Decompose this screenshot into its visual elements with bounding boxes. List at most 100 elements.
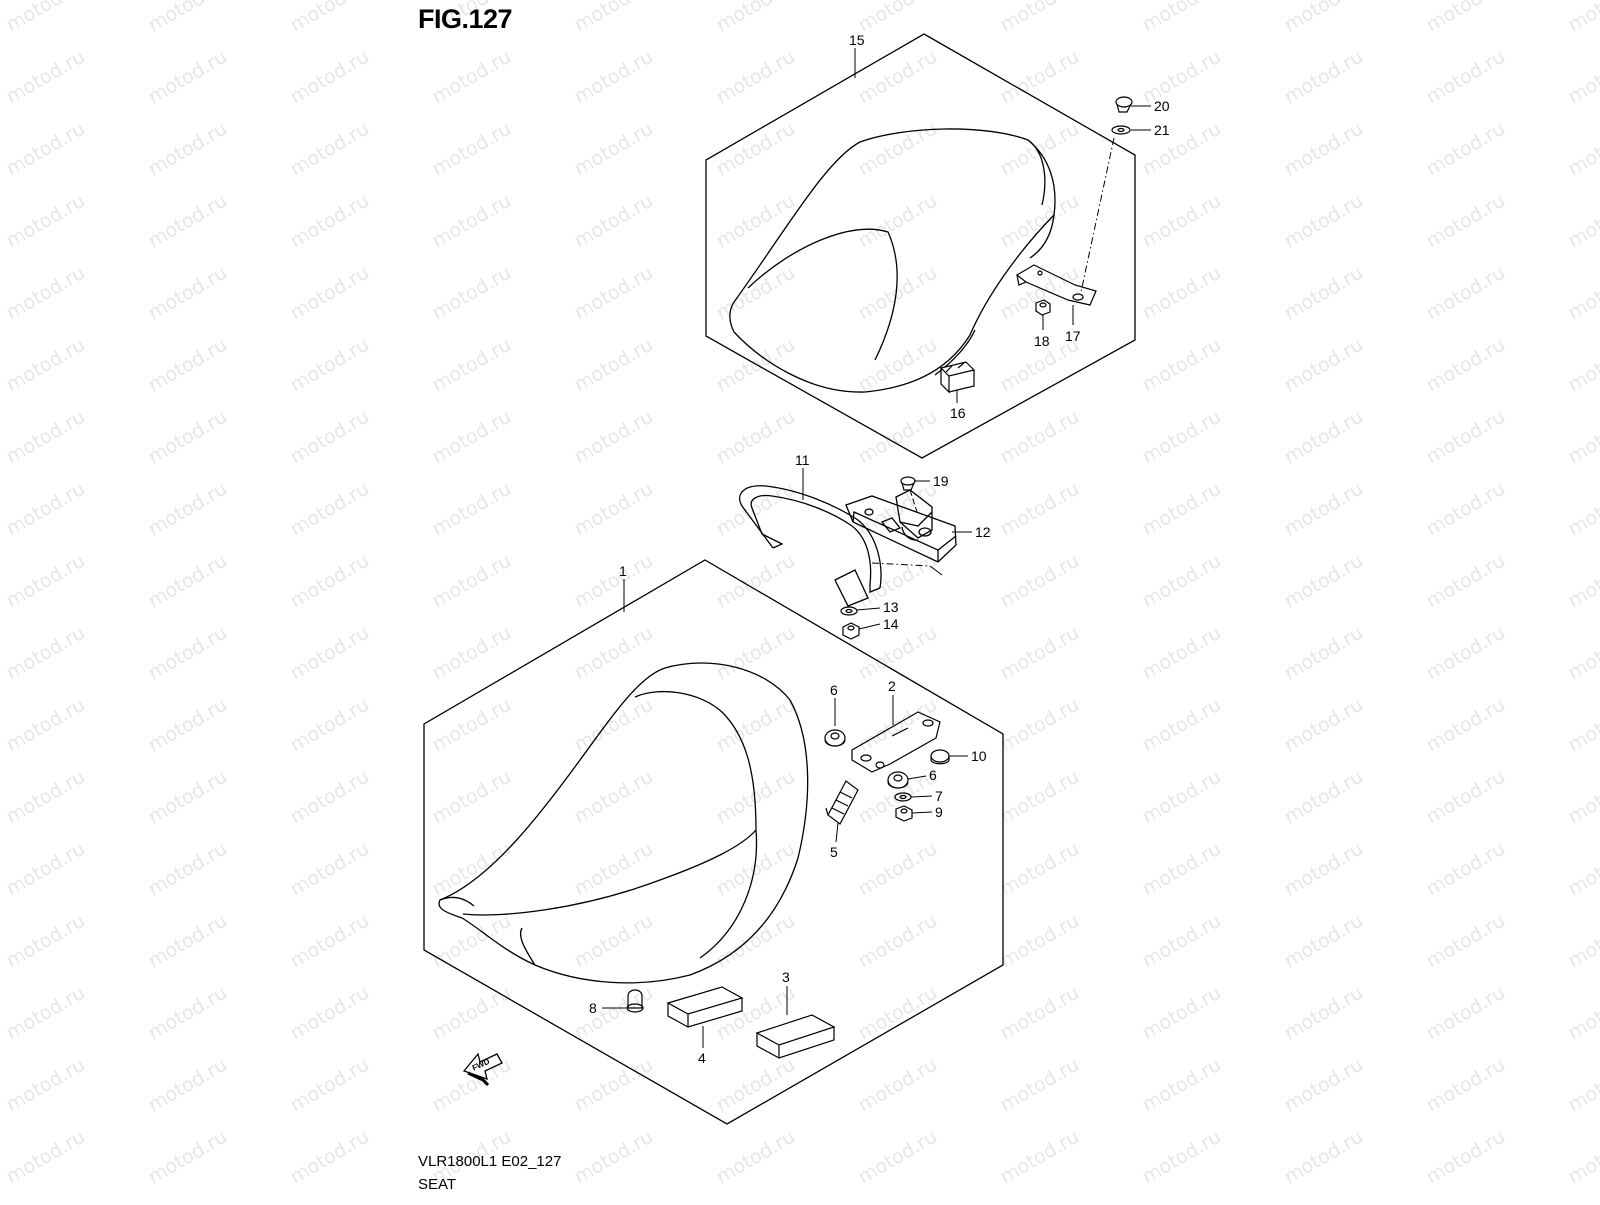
- watermark-text: motod.ru: [145, 1054, 231, 1117]
- watermark-text: motod.ru: [1281, 334, 1367, 397]
- watermark-text: motod.ru: [855, 118, 941, 181]
- watermark-text: motod.ru: [145, 478, 231, 541]
- watermark-text: motod.ru: [997, 478, 1083, 541]
- watermark-text: motod.ru: [1139, 0, 1225, 36]
- rear-seat-cushion-block-16: [941, 362, 974, 392]
- assembly-line-21-17: [1081, 138, 1114, 292]
- watermark-text: motod.ru: [571, 118, 657, 181]
- callout-7: 7: [935, 788, 943, 804]
- watermark-text: motod.ru: [287, 478, 373, 541]
- callout-16: 16: [950, 405, 966, 421]
- watermark-text: motod.ru: [1565, 406, 1600, 469]
- watermark-text: motod.ru: [855, 406, 941, 469]
- watermark-text: motod.ru: [3, 622, 89, 685]
- watermark-text: motod.ru: [1281, 694, 1367, 757]
- callout-9: 9: [935, 804, 943, 820]
- watermark-text: motod.ru: [287, 838, 373, 901]
- watermark-text: motod.ru: [1139, 406, 1225, 469]
- watermark-text: motod.ru: [1281, 478, 1367, 541]
- watermark-text: motod.ru: [1139, 694, 1225, 757]
- watermark-text: motod.ru: [145, 1126, 231, 1189]
- watermark-text: motod.ru: [287, 1054, 373, 1117]
- callout-15: 15: [849, 32, 865, 48]
- watermark-text: motod.ru: [1423, 910, 1509, 973]
- watermark-text: motod.ru: [713, 910, 799, 973]
- callout-6b: 6: [929, 767, 937, 783]
- watermark-text: motod.ru: [1423, 838, 1509, 901]
- watermark-text: motod.ru: [855, 190, 941, 253]
- watermark-text: motod.ru: [713, 694, 799, 757]
- watermark-text: motod.ru: [429, 334, 515, 397]
- watermark-text: motod.ru: [1565, 1054, 1600, 1117]
- watermark-text: motod.ru: [145, 622, 231, 685]
- watermark-text: motod.ru: [1423, 478, 1509, 541]
- watermark-text: motod.ru: [429, 838, 515, 901]
- watermark-text: motod.ru: [145, 910, 231, 973]
- watermark-text: motod.ru: [1565, 1126, 1600, 1189]
- watermark-text: motod.ru: [571, 190, 657, 253]
- watermark-text: motod.ru: [997, 190, 1083, 253]
- watermark-text: motod.ru: [713, 478, 799, 541]
- watermark-text: motod.ru: [713, 190, 799, 253]
- watermark-text: motod.ru: [997, 550, 1083, 613]
- watermark-text: motod.ru: [855, 1054, 941, 1117]
- watermark-text: motod.ru: [997, 910, 1083, 973]
- watermark-text: motod.ru: [3, 766, 89, 829]
- watermark-text: motod.ru: [1281, 46, 1367, 109]
- watermark-text: motod.ru: [1139, 262, 1225, 325]
- watermark-text: motod.ru: [1281, 1126, 1367, 1189]
- watermark-text: motod.ru: [713, 838, 799, 901]
- watermark-text: motod.ru: [997, 766, 1083, 829]
- watermark-text: motod.ru: [1139, 766, 1225, 829]
- watermark-text: motod.ru: [287, 0, 373, 36]
- callout-13: 13: [883, 599, 899, 615]
- callout-12: 12: [975, 524, 991, 540]
- watermark-text: motod.ru: [287, 406, 373, 469]
- watermark-text: motod.ru: [1281, 262, 1367, 325]
- watermark-text: motod.ru: [3, 982, 89, 1045]
- watermark-text: motod.ru: [429, 550, 515, 613]
- callout-1: 1: [619, 563, 627, 579]
- watermark-text: motod.ru: [429, 694, 515, 757]
- watermark-text: motod.ru: [1423, 694, 1509, 757]
- watermark-text: motod.ru: [3, 46, 89, 109]
- watermark-text: motod.ru: [1565, 838, 1600, 901]
- watermark-text: motod.ru: [571, 910, 657, 973]
- watermark-text: motod.ru: [1423, 46, 1509, 109]
- watermark-text: motod.ru: [3, 406, 89, 469]
- watermark-text: motod.ru: [1139, 622, 1225, 685]
- watermark-text: motod.ru: [145, 766, 231, 829]
- watermark-text: motod.ru: [429, 766, 515, 829]
- watermark-text: motod.ru: [571, 478, 657, 541]
- washer-21: [1112, 126, 1130, 134]
- clip-5: [826, 781, 858, 824]
- watermark-text: motod.ru: [1281, 406, 1367, 469]
- watermark-text: motod.ru: [3, 838, 89, 901]
- watermark-text: motod.ru: [145, 406, 231, 469]
- watermark-text: motod.ru: [287, 334, 373, 397]
- watermark-text: motod.ru: [1281, 766, 1367, 829]
- watermark-text: motod.ru: [571, 334, 657, 397]
- watermark-text: motod.ru: [429, 262, 515, 325]
- watermark-text: motod.ru: [1565, 910, 1600, 973]
- watermark-text: motod.ru: [287, 910, 373, 973]
- watermark-text: motod.ru: [571, 838, 657, 901]
- washer-13: [841, 607, 857, 615]
- watermark-text: motod.ru: [3, 0, 89, 36]
- watermark-text: motod.ru: [1565, 262, 1600, 325]
- watermark-text: motod.ru: [1139, 190, 1225, 253]
- callout-2: 2: [888, 678, 896, 694]
- callout-18: 18: [1034, 333, 1050, 349]
- watermark-text: motod.ru: [1281, 1054, 1367, 1117]
- watermark-text: motod.ru: [1139, 1054, 1225, 1117]
- watermark-text: motod.ru: [1423, 406, 1509, 469]
- watermark-text: motod.ru: [3, 190, 89, 253]
- watermark-text: motod.ru: [429, 478, 515, 541]
- watermark-text: motod.ru: [1565, 118, 1600, 181]
- pad-3: [757, 1015, 834, 1058]
- watermark-text: motod.ru: [287, 622, 373, 685]
- watermark-text: motod.ru: [287, 982, 373, 1045]
- watermark-text: motod.ru: [571, 550, 657, 613]
- watermark-text: motod.ru: [1281, 190, 1367, 253]
